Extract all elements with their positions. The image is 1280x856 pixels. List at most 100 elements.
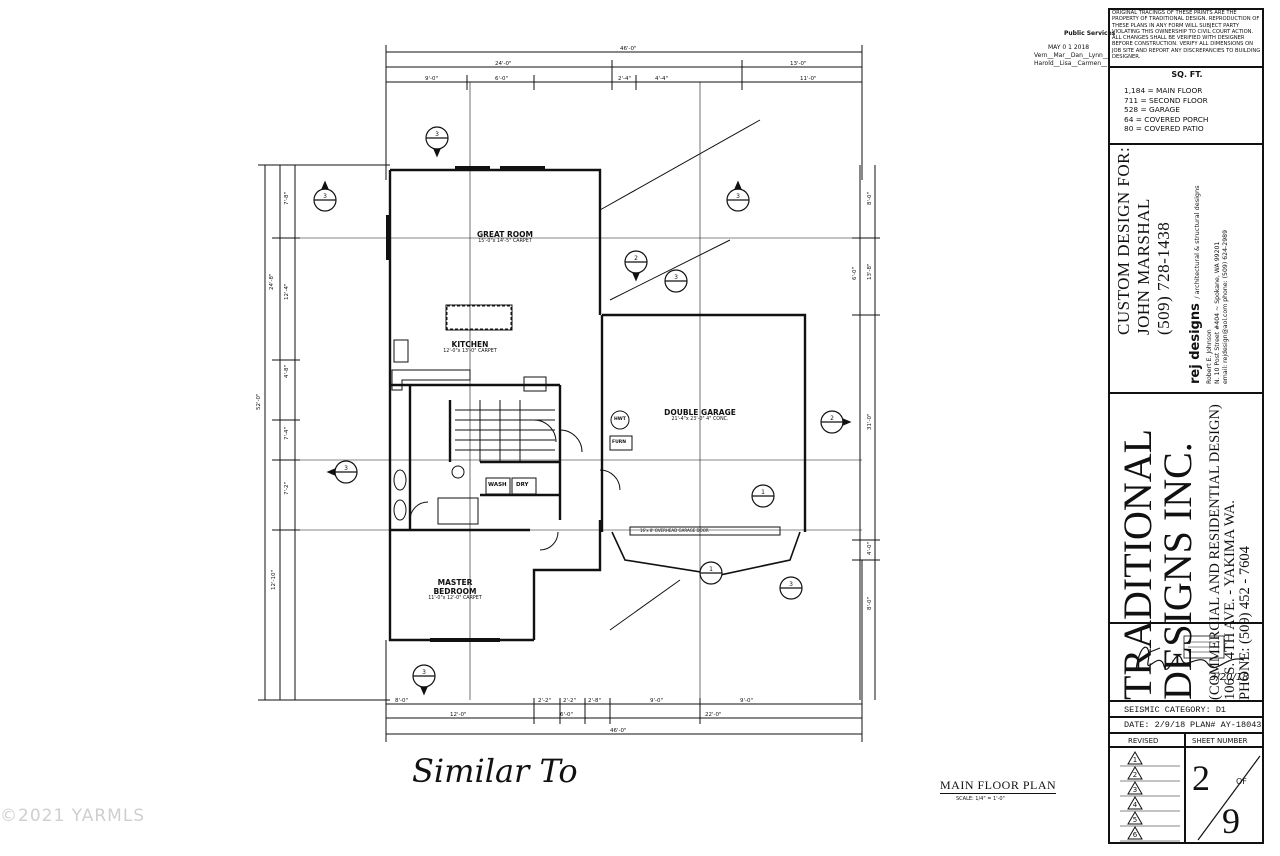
dimension-label: 13'-0": [790, 61, 807, 67]
public-services-stamp: Public Services MAY 0 1 2018 Vern__Mar__…: [1034, 30, 1115, 68]
dimension-label: 24'-0": [495, 61, 512, 67]
dimension-label: 6'-0": [495, 76, 508, 82]
revision-number: 3: [1133, 786, 1137, 794]
dimension-label: 2'-4": [618, 76, 631, 82]
divider: [1110, 622, 1262, 624]
revision-number: 1: [1133, 756, 1137, 764]
seismic-category: SEISMIC CATEGORY: D1: [1124, 705, 1227, 715]
furn-label: FURN: [612, 440, 626, 445]
dimension-label: 9'-0": [740, 698, 753, 704]
plan-number: PLAN# AY-18043: [1190, 720, 1262, 730]
section-marker-number: 3: [674, 274, 678, 281]
sheet-divider-slash: [1197, 755, 1261, 841]
sqft-title: SQ. FT.: [1171, 70, 1203, 79]
washer-label: WASH: [488, 482, 507, 488]
section-marker-number: 3: [435, 131, 439, 138]
divider: [1110, 716, 1262, 718]
section-marker-number: 3: [789, 581, 793, 588]
divider: [1110, 392, 1262, 394]
rej-designs-logo: rej designs / architectural & structural…: [1188, 185, 1203, 384]
great-room-name: GREAT ROOM: [477, 230, 533, 239]
sqft-item: 711 = SECOND FLOOR: [1124, 95, 1208, 105]
dimension-label: 4'-8": [284, 365, 290, 378]
section-marker-number: 2: [634, 255, 638, 262]
dimension-label: 9'-0": [650, 698, 663, 704]
rej-detail-line: Robert E. Johnson: [1206, 329, 1213, 384]
sqft-item: 528 = GARAGE: [1124, 105, 1180, 115]
room-double-garage: DOUBLE GARAGE 21'-4"x 23'-0" 4" CONC.: [660, 408, 740, 422]
section-marker-number: 3: [344, 465, 348, 472]
rej-detail-line: N. 10 Post Street #404 ~ Spokane, WA 992…: [1214, 241, 1221, 384]
custom-design-block: CUSTOM DESIGN FOR: JOHN MARSHAL (509) 72…: [1114, 147, 1174, 335]
divider: [1110, 746, 1262, 748]
room-kitchen: KITCHEN 12'-0"x 13'-0" CARPET: [440, 340, 500, 354]
client-name: JOHN MARSHAL: [1134, 198, 1153, 335]
dimension-label: 11'-0": [800, 76, 817, 82]
section-marker-number: 1: [761, 489, 765, 496]
dimension-label: 6'-0": [852, 267, 858, 280]
revision-triangle: [1127, 766, 1143, 780]
revision-triangle: [1127, 811, 1143, 825]
drawing-date: DATE: 2/9/18: [1124, 720, 1186, 730]
revision-number: 4: [1133, 801, 1138, 809]
section-marker-number: 3: [736, 193, 740, 200]
dimension-label: 46'-0": [610, 728, 627, 734]
rej-name: rej designs: [1188, 303, 1203, 384]
sheet-number-header: SHEET NUMBER: [1192, 737, 1248, 745]
dimension-label: 12'-4": [284, 283, 290, 300]
revision-number: 6: [1133, 831, 1138, 839]
sheet-number: 2: [1192, 758, 1210, 798]
stamp-date: MAY 0 1 2018: [1048, 44, 1090, 51]
room-great-room: GREAT ROOM 15'-0"x 14'-5" CARPET: [470, 230, 540, 244]
plan-title: MAIN FLOOR PLAN: [940, 778, 1057, 794]
kitchen-name: KITCHEN: [451, 340, 489, 349]
sqft-item: 64 = COVERED PORCH: [1124, 114, 1209, 124]
dimension-label: 8'-0": [395, 698, 408, 704]
dimension-label: 12'-10": [271, 570, 277, 590]
revised-header: REVISED: [1128, 737, 1159, 745]
dimension-label: 8'-0": [867, 597, 873, 610]
kitchen-detail: 12'-0"x 13'-0" CARPET: [443, 349, 497, 354]
stamp-line1: Vern__Mar__Dan__Lynn__: [1034, 52, 1109, 59]
master-bedroom-detail: 11'-0"x 12'-0" CARPET: [428, 596, 482, 601]
sheet-total: 9: [1222, 801, 1240, 841]
section-marker-number: 2: [830, 415, 834, 422]
revision-triangle: [1127, 781, 1143, 795]
room-master-bedroom: MASTER BEDROOM 11'-0"x 12'-0" CARPET: [420, 578, 490, 601]
dryer-label: DRY: [516, 482, 529, 488]
great-room-detail: 15'-0"x 14'-5" CARPET: [478, 239, 532, 244]
divider: [1110, 700, 1262, 702]
copyright-notice: ORIGINAL TRACINGS OF THESE PRINTS ARE TH…: [1112, 10, 1261, 61]
dimension-label: 12'-0": [450, 712, 467, 718]
dimension-label: 22'-0": [705, 712, 722, 718]
client-phone: (509) 728-1438: [1154, 221, 1173, 335]
revision-triangle: [1127, 751, 1143, 765]
garage-door-label: 16'x 8' OVERHEAD GARAGE DOOR: [640, 528, 709, 533]
hwt-label: HWT: [614, 417, 626, 422]
rej-tagline: / architectural & structural designs: [1193, 185, 1201, 299]
sqft-item: 1,184 = MAIN FLOOR: [1124, 86, 1203, 95]
double-garage-detail: 21'-4"x 23'-0" 4" CONC.: [671, 417, 729, 422]
plan-scale: SCALE: 1/4" = 1'-0": [956, 796, 1005, 802]
signature-date: 3/20/18: [1210, 672, 1249, 683]
section-marker-number: 3: [323, 193, 327, 200]
revision-triangle: [1127, 826, 1143, 840]
rej-details: Robert E. Johnson N. 10 Post Street #404…: [1206, 230, 1230, 384]
handwritten-note: Similar To: [412, 752, 578, 790]
dimension-label: 6'-0": [560, 712, 573, 718]
dimension-label: 7'-4": [284, 427, 290, 440]
double-garage-name: DOUBLE GARAGE: [664, 408, 736, 417]
divider: [1110, 66, 1262, 68]
dimension-label: 24'-8": [269, 273, 275, 290]
revision-number: 2: [1133, 771, 1137, 779]
stamp-line2: Harold__Lisa__Carmen__: [1034, 60, 1108, 67]
title-block: [1108, 8, 1264, 844]
dimension-label: 7'-2": [284, 482, 290, 495]
custom-design-label: CUSTOM DESIGN FOR:: [1114, 146, 1133, 335]
dimension-label: 31'-0": [867, 413, 873, 430]
divider: [1110, 732, 1262, 734]
dimension-label: 9'-0": [425, 76, 438, 82]
dimension-label: 2'-2": [563, 698, 576, 704]
